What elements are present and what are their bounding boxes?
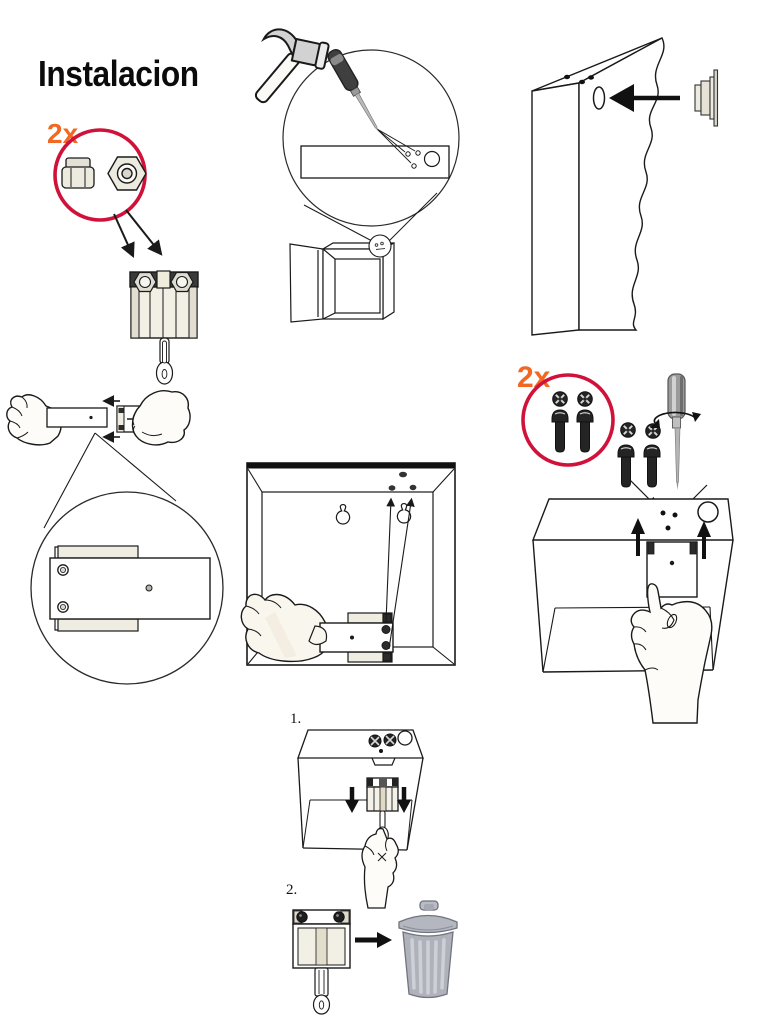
zoom-bracket-detail [49, 545, 211, 632]
pull-tab-icon [155, 337, 174, 385]
zoom-source-circle [368, 234, 392, 258]
zoom-leader-line [94, 432, 177, 502]
step-1-number: 1. [290, 711, 302, 727]
chain-winder-icon [129, 270, 199, 385]
hammer-punch-figure [254, 28, 460, 323]
chain-winder-icon [292, 909, 351, 1015]
pull-tab-icon [312, 967, 331, 1015]
arrow-icon [609, 84, 680, 112]
nuts-assembly-figure [6, 128, 224, 685]
punch-guide-lines [376, 128, 416, 164]
zoom-leader-line [303, 204, 373, 242]
hand-icon [361, 827, 399, 909]
nut-installed-icon [133, 271, 157, 293]
hex-nut-front-icon [107, 156, 147, 191]
hand-icon [240, 593, 332, 663]
push-up-arrow [631, 518, 645, 556]
nuts-quantity-label: 2x [47, 118, 79, 149]
mounting-bar [300, 145, 450, 179]
callout-arrow [113, 213, 135, 259]
magnifier-circle-icon [282, 49, 460, 227]
red-circle [521, 373, 615, 467]
wall-plug-figure [531, 37, 719, 336]
screwdriver-icon [667, 373, 686, 490]
screw-side-icon [617, 444, 635, 488]
cabinet [289, 241, 395, 323]
screw-top-icon [619, 421, 637, 439]
step-2-figure [292, 900, 458, 1015]
wall [531, 37, 665, 336]
frame-mounting-figure [240, 462, 456, 666]
trash-can-icon [398, 900, 458, 999]
thumb [308, 625, 328, 646]
alignment-arrow [388, 497, 415, 650]
screw-side-icon [551, 409, 569, 453]
zoom-leader-line [43, 432, 96, 529]
rotation-arrow-icon [650, 411, 701, 428]
marked-points [388, 471, 417, 491]
mount-slot [371, 757, 396, 766]
screw-side-icon [576, 409, 594, 453]
wall-plug-icon [694, 69, 719, 127]
speaker-box [531, 498, 734, 673]
installed-screws [368, 730, 413, 753]
step-2-number: 2. [286, 882, 298, 898]
hammer-icon [254, 28, 330, 104]
screw-top-icon [576, 390, 594, 408]
push-up-arrow [697, 521, 711, 559]
marked-points [564, 74, 594, 85]
bracket-plate [319, 622, 394, 653]
page-title: Instalacion [38, 53, 199, 94]
screw-side-icon [643, 444, 661, 488]
right-hand-icon [131, 390, 191, 446]
screws-installation-figure [521, 373, 734, 724]
step-1-figure [297, 729, 424, 909]
callout-arrow [125, 209, 163, 256]
trash-ridges [410, 938, 446, 995]
slide-bracket [46, 407, 108, 428]
screws-quantity-label: 2x [517, 361, 551, 394]
pilot-holes [405, 150, 441, 169]
hex-nut-side-icon [61, 157, 95, 189]
nail-punch-icon [327, 48, 378, 131]
alignment-arrow [385, 497, 396, 623]
zoom-leader-line [388, 192, 438, 242]
pull-down-arrow [397, 787, 411, 813]
screw-holes [660, 501, 719, 531]
screw-top-icon [551, 390, 569, 408]
discard-arrow [355, 932, 392, 948]
hand-icon [630, 583, 713, 724]
pull-down-arrow [345, 787, 359, 813]
nut-installed-icon [170, 271, 194, 293]
mounting-hole [592, 86, 606, 110]
